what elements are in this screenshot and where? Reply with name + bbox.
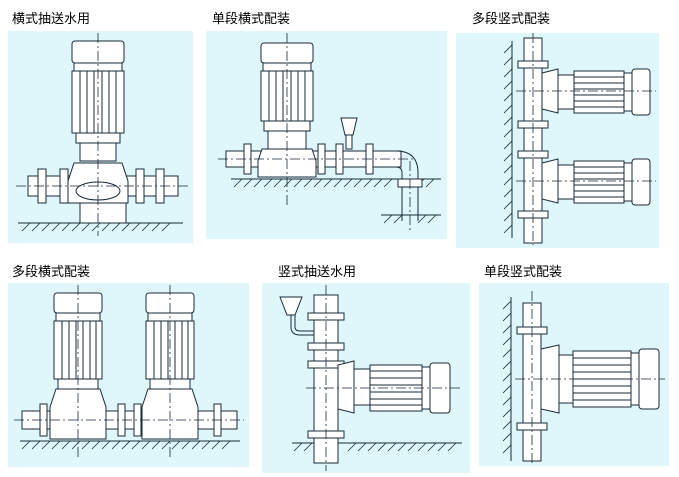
panel-multi-stage-horizontal	[8, 283, 249, 467]
label-horizontal-water-supply: 横式抽送水用	[12, 12, 91, 27]
pump-diagram-multi-stage-horizontal	[14, 285, 244, 458]
label-multi-stage-vertical: 多段竖式配装	[472, 12, 551, 27]
panel-single-stage-vertical	[479, 283, 669, 466]
panel-single-stage-horizontal	[206, 31, 447, 239]
panel-horizontal-water-supply	[8, 31, 193, 243]
label-vertical-water-supply: 竖式抽送水用	[278, 265, 357, 280]
panel-multi-stage-vertical	[456, 33, 659, 248]
label-single-stage-vertical: 单段竖式配装	[484, 265, 563, 280]
pump-diagram-single-stage-horizontal	[218, 33, 441, 231]
panel-vertical-water-supply	[262, 283, 470, 473]
label-single-stage-horizontal: 单段横式配装	[212, 12, 291, 27]
pump-diagram-multi-stage-vertical	[503, 33, 656, 245]
label-multi-stage-horizontal: 多段横式配装	[12, 265, 91, 280]
pump-diagram-single-horizontal	[16, 33, 188, 236]
pump-diagram-vertical-water-supply	[279, 285, 462, 471]
pump-diagram-single-stage-vertical	[502, 291, 665, 465]
